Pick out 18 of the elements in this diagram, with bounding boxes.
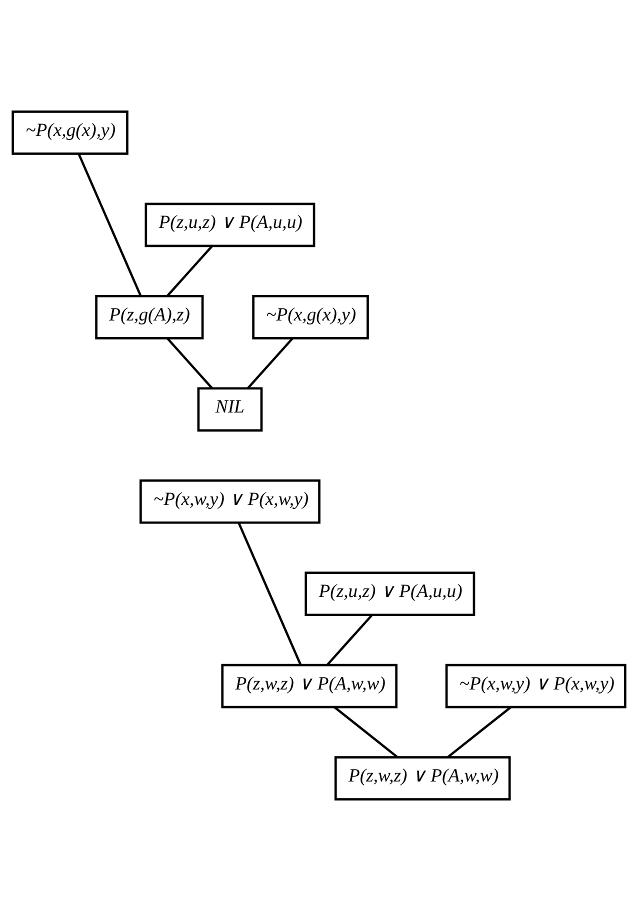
node-box: P(z,g(A),z) — [95, 294, 204, 339]
connector — [78, 153, 142, 296]
connector — [166, 337, 214, 389]
connector — [246, 337, 294, 389]
connector — [238, 522, 302, 665]
connector — [334, 706, 398, 758]
node-box: P(z,u,z) ∨ P(A,u,u) — [304, 571, 476, 616]
node-box: ~P(x,w,y) ∨ P(x,w,y) — [140, 478, 320, 524]
node-box: NIL — [197, 386, 263, 432]
connector — [326, 614, 373, 666]
node-box: P(z,w,z) ∨ P(A,w,w) — [221, 663, 398, 708]
node-box: ~P(x,w,y) ∨ P(x,w,y) — [445, 663, 626, 708]
node-box: P(z,w,z) ∨ P(A,w,w) — [334, 756, 511, 800]
node-box: ~P(x,g(x),y) — [12, 110, 128, 154]
connector — [446, 706, 512, 758]
node-box: P(z,u,z) ∨ P(A,u,u) — [144, 202, 316, 247]
node-box: ~P(x,g(x),y) — [252, 294, 369, 339]
connector — [166, 244, 213, 296]
